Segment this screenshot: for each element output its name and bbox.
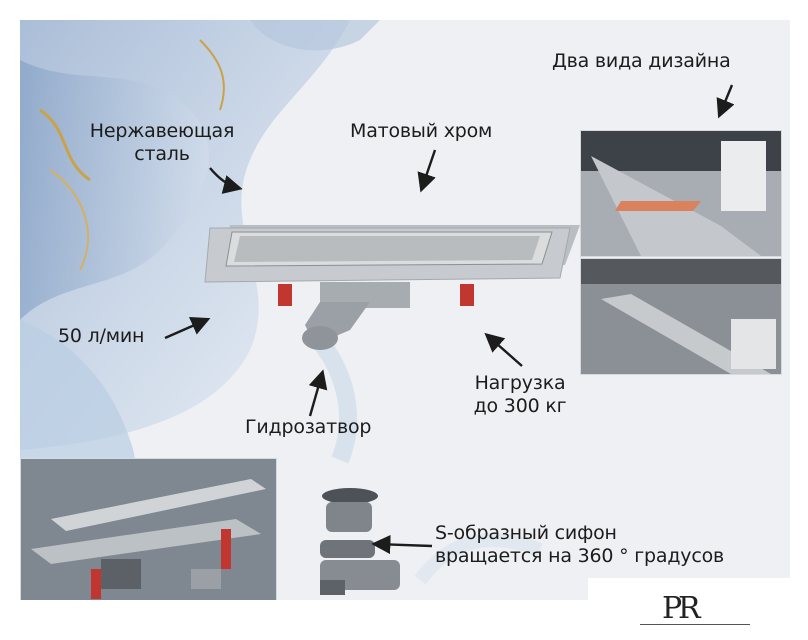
design-photo-bottom [580, 258, 782, 375]
label-line: Нержавеющая [89, 120, 235, 142]
label-line: сталь [134, 143, 190, 165]
logo-icon: P R [662, 591, 702, 626]
label-stainless-steel: Нержавеющая сталь [82, 120, 242, 166]
drain-exploded-photo [20, 458, 277, 600]
label-two-designs: Два вида дизайна [552, 50, 731, 72]
label-matte-chrome: Матовый хром [350, 120, 493, 142]
design-photo-top [580, 130, 782, 257]
label-line: S-образный сифон [435, 522, 617, 544]
label-line: до 300 кг [473, 395, 567, 417]
label-load: Нагрузка до 300 кг [460, 372, 580, 418]
svg-text:R: R [678, 591, 702, 626]
product-infographic: Нержавеющая сталь Матовый хром Два вида … [20, 20, 790, 600]
label-line: вращается на 360 ° градусов [435, 545, 724, 567]
label-siphon: S-образный сифон вращается на 360 ° град… [435, 522, 724, 568]
label-water-seal: Гидрозатвор [245, 416, 372, 438]
label-flow: 50 л/мин [58, 325, 145, 347]
svg-text:P: P [662, 591, 682, 626]
logo-underline [640, 624, 750, 625]
label-line: Нагрузка [474, 372, 566, 394]
logo-area [588, 578, 808, 640]
